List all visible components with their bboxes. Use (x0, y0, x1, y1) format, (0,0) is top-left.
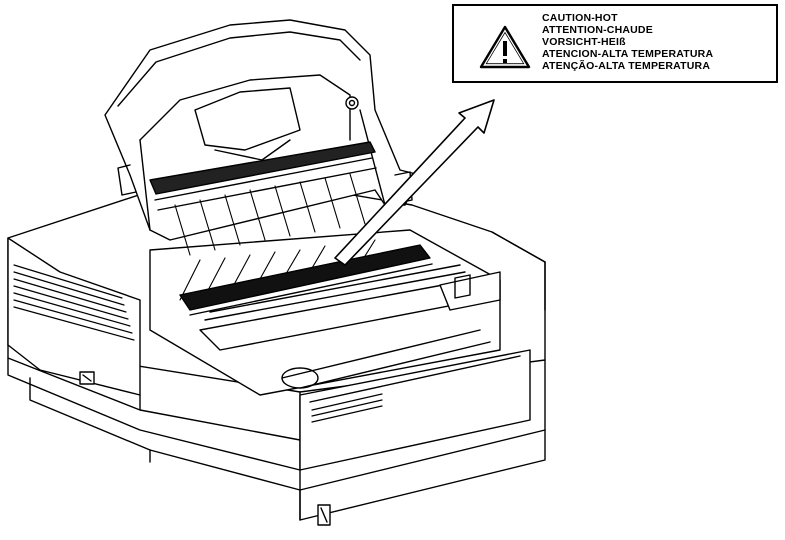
printer-interior (149, 229, 501, 396)
tray-vent-slots (311, 393, 383, 423)
caution-line-portuguese: ATENÇÃO-ALTA TEMPERATURA (542, 60, 711, 72)
caution-line-english: CAUTION-HOT (542, 12, 618, 24)
caution-label: CAUTION-HOT ATTENTION-CHAUDE VORSICHT-HE… (452, 4, 778, 83)
caution-text: CAUTION-HOT ATTENTION-CHAUDE VORSICHT-HE… (542, 12, 713, 72)
caution-line-french: ATTENTION-CHAUDE (542, 24, 653, 36)
pointer-arrow (334, 99, 495, 266)
caution-line-spanish: ATENCION-ALTA TEMPERATURA (542, 48, 714, 60)
open-top-cover (104, 19, 433, 316)
left-vent-slots (13, 264, 135, 341)
caution-line-german: VORSICHT-HEIß (542, 36, 626, 48)
warning-triangle-icon (479, 25, 531, 69)
